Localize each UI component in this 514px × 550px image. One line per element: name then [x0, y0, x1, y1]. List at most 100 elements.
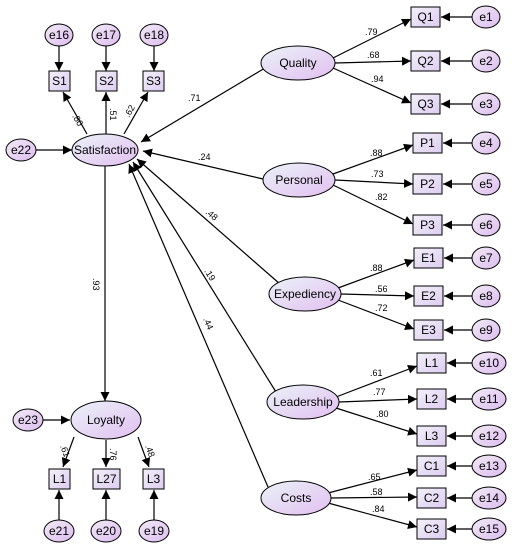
svg-text:e13: e13	[479, 459, 499, 473]
svg-text:e2: e2	[479, 54, 493, 68]
latent-satisfaction: Satisfaction	[71, 133, 139, 167]
coef-q2: .68	[367, 50, 380, 60]
error-e14: e14	[471, 486, 507, 510]
path-quality-q2	[334, 56, 412, 66]
latent-variables: Satisfaction Loyalty Quality Personal Ex…	[70, 45, 342, 516]
svg-text:e22: e22	[11, 143, 31, 157]
coef-quality-satisfaction: .71	[188, 93, 201, 103]
svg-text:S1: S1	[52, 74, 67, 88]
coef-c1: .65	[368, 472, 381, 482]
coef-satisfaction-loyalty: .93	[91, 278, 101, 291]
coef-y2: .76	[108, 448, 118, 461]
latent-quality-label: Quality	[279, 56, 316, 70]
svg-text:e7: e7	[479, 251, 493, 265]
path-quality-q3	[332, 67, 412, 104]
error-e13: e13	[471, 454, 507, 478]
latent-expediency: Expediency	[268, 276, 342, 312]
error-e17: e17	[91, 23, 121, 47]
structural-paths	[100, 67, 281, 488]
latent-costs-label: Costs	[281, 491, 312, 505]
coef-q1: .79	[365, 27, 378, 37]
coef-c3: .84	[372, 504, 385, 514]
coef-expediency-satisfaction: .48	[204, 207, 220, 223]
svg-text:C2: C2	[424, 491, 440, 505]
error-e8: e8	[471, 284, 501, 308]
svg-text:E2: E2	[421, 289, 436, 303]
latent-loyalty: Loyalty	[70, 400, 142, 440]
coef-e1: .88	[370, 263, 383, 273]
error-e9: e9	[471, 318, 501, 342]
svg-text:e18: e18	[144, 28, 164, 42]
svg-text:Q2: Q2	[417, 54, 433, 68]
coef-y3: .48	[143, 443, 157, 458]
svg-text:Q1: Q1	[417, 10, 433, 24]
error-e12: e12	[471, 424, 507, 448]
svg-text:S2: S2	[99, 74, 114, 88]
path-personal-satisfaction	[142, 148, 264, 180]
svg-text:e20: e20	[96, 524, 116, 538]
path-costs-satisfaction	[128, 163, 269, 488]
svg-text:e12: e12	[479, 429, 499, 443]
svg-text:P1: P1	[420, 136, 435, 150]
indicator-l1-bottom: L1	[48, 468, 71, 490]
latent-leadership: Leadership	[266, 384, 340, 420]
svg-text:e5: e5	[479, 177, 493, 191]
svg-text:S3: S3	[146, 74, 161, 88]
svg-text:E1: E1	[421, 251, 436, 265]
svg-text:e8: e8	[479, 289, 493, 303]
svg-text:e1: e1	[479, 10, 493, 24]
coef-p2: .73	[371, 169, 384, 179]
error-e11: e11	[471, 387, 507, 411]
coef-l1: .61	[370, 368, 383, 378]
coef-q3: .94	[371, 74, 384, 84]
coef-l3: .80	[376, 409, 389, 419]
coef-l2: .77	[373, 387, 386, 397]
path-costs-c3	[327, 502, 418, 530]
indicator-s2: S2	[95, 70, 118, 92]
path-personal-p2	[334, 179, 414, 189]
path-leadership-l1	[335, 365, 418, 398]
latent-personal: Personal	[262, 162, 336, 198]
path-expediency-satisfaction	[136, 158, 281, 285]
measurement-paths	[36, 12, 472, 534]
indicator-c2: C2	[416, 487, 447, 509]
latent-personal-label: Personal	[275, 173, 322, 187]
svg-text:L27: L27	[96, 472, 116, 486]
error-e5: e5	[471, 172, 501, 196]
error-e4: e4	[471, 131, 501, 155]
coef-s3: .62	[122, 103, 137, 119]
coef-e2: .56	[375, 284, 388, 294]
error-e21: e21	[43, 519, 75, 543]
svg-text:e11: e11	[479, 392, 498, 406]
svg-text:C3: C3	[424, 522, 440, 536]
svg-text:e4: e4	[479, 136, 493, 150]
svg-text:e9: e9	[479, 323, 493, 337]
indicator-l2-right: L2	[416, 388, 447, 410]
error-terms: e16 e17 e18 e22 e1 e2 e3 e4 e5 e6 e7 e8 …	[5, 5, 507, 543]
error-e19: e19	[138, 519, 170, 543]
svg-text:Q3: Q3	[417, 97, 433, 111]
error-e20: e20	[90, 519, 122, 543]
svg-text:e21: e21	[49, 524, 69, 538]
error-e16: e16	[44, 23, 74, 47]
path-costs-c2	[330, 492, 418, 502]
coef-s1: .80	[70, 112, 85, 128]
error-e7: e7	[471, 246, 501, 270]
indicator-p3: P3	[412, 214, 443, 236]
svg-text:C1: C1	[424, 459, 440, 473]
latent-expediency-label: Expediency	[274, 287, 336, 301]
error-e6: e6	[471, 213, 501, 237]
path-loyalty-l1	[61, 436, 75, 468]
svg-text:E3: E3	[421, 323, 436, 337]
latent-costs: Costs	[260, 480, 332, 516]
svg-text:P2: P2	[420, 177, 435, 191]
coef-y1: .61	[58, 443, 72, 458]
path-costs-c1	[327, 467, 418, 494]
path-expediency-e2	[340, 291, 415, 301]
indicator-q1: Q1	[410, 6, 441, 28]
path-quality-satisfaction	[140, 67, 266, 143]
indicator-p2: P2	[412, 173, 443, 195]
svg-text:L3: L3	[425, 429, 439, 443]
coef-e3: .72	[375, 303, 388, 313]
